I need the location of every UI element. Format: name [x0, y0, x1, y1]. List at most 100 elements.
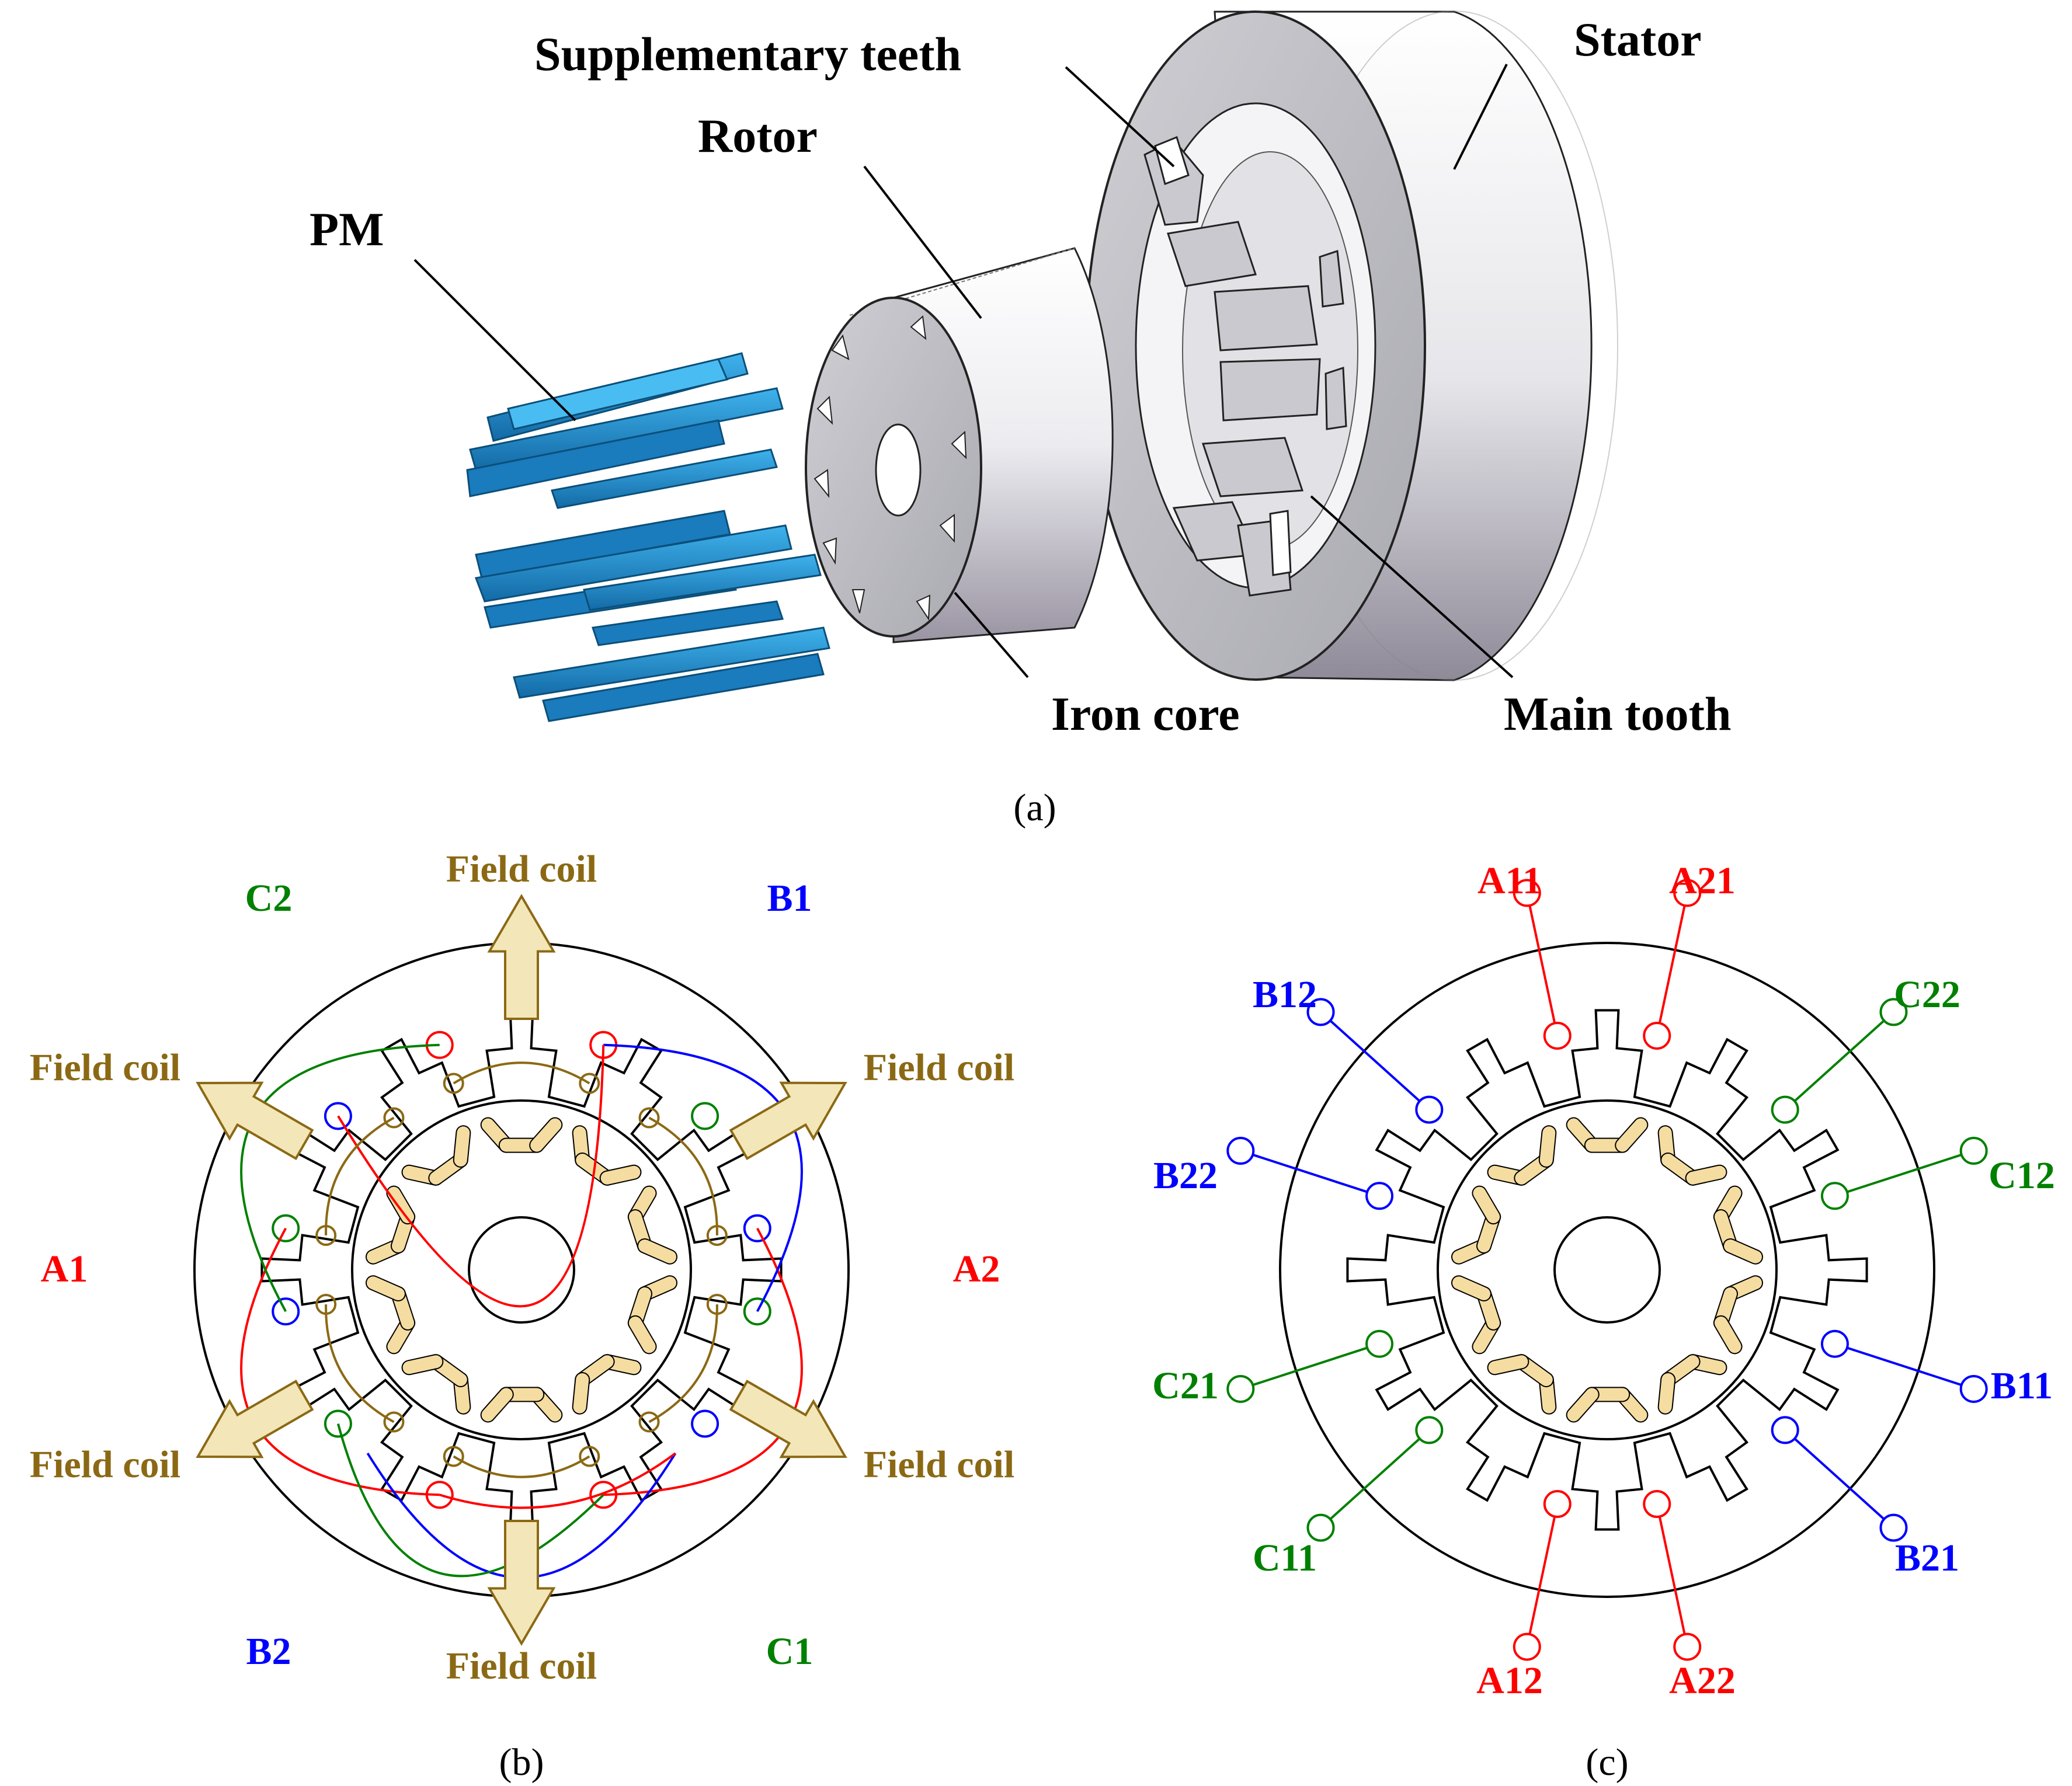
coil-terminal-marker	[1306, 998, 1335, 1026]
coil-slot-marker	[1820, 1329, 1849, 1358]
coil-label-a11: A11	[1477, 859, 1542, 902]
field-coil-marker	[383, 1411, 405, 1433]
stator-teeth	[1143, 139, 1347, 597]
coil-slot-marker	[1415, 1095, 1444, 1124]
pm-magnet	[1724, 1239, 1762, 1263]
phase-label-a2: A2	[953, 1248, 1000, 1290]
field-coil-label-bottom: Field coil	[446, 1645, 597, 1687]
field-coil-label-top: Field coil	[446, 848, 597, 890]
coil-label-a21: A21	[1669, 859, 1736, 902]
pm-magnet	[1473, 1186, 1500, 1224]
coil-lead-line	[1784, 1429, 1894, 1529]
coil-terminal-marker	[1673, 879, 1702, 907]
field-coil-arrow	[196, 1081, 314, 1160]
coil-slot-marker	[1365, 1329, 1394, 1358]
field-coil-arrow	[487, 894, 556, 1020]
phase-label-b2: B2	[246, 1630, 291, 1673]
pm-magnet	[1686, 1165, 1726, 1185]
field-coil-marker	[315, 1224, 337, 1246]
coil-label-c21: C21	[1152, 1364, 1219, 1407]
coil-slot-marker	[1643, 1490, 1671, 1519]
coil-terminal-marker	[1879, 1513, 1908, 1542]
field-coil-label-upper-right: Field coil	[864, 1046, 1014, 1089]
field-coil-arc	[325, 1304, 395, 1423]
supplementary-teeth-slots	[1154, 135, 1292, 576]
phase-label-c1: C1	[766, 1630, 813, 1673]
motor-cross-section-c	[1279, 942, 1935, 1598]
coil-label-c22: C22	[1894, 973, 1960, 1016]
rotor-body	[805, 247, 1114, 643]
pm-label: PM	[310, 203, 384, 256]
iron-core-label: Iron core	[1051, 687, 1240, 740]
coil-slot-marker	[1771, 1095, 1799, 1124]
coil-terminal-marker	[1959, 1137, 1988, 1165]
field-coil-arrow	[729, 1380, 847, 1458]
field-coil-marker	[579, 1073, 600, 1094]
field-coil-marker	[706, 1224, 728, 1246]
field-coil-arc	[453, 1061, 590, 1085]
coil-lead-line	[1240, 1342, 1380, 1390]
field-coil-marker	[638, 1411, 660, 1433]
caption-c: (c)	[1586, 1741, 1628, 1784]
panel-a-leader-lines	[413, 64, 1514, 678]
pm-blocks	[466, 352, 830, 722]
coil-lead-line	[1656, 1503, 1689, 1647]
field-coil-label-lower-right: Field coil	[864, 1443, 1014, 1486]
field-coil-marker	[443, 1446, 464, 1467]
field-coil-arrow	[487, 1520, 556, 1646]
panel-a-labels: Supplementary teeth Stator Rotor PM Iron…	[310, 13, 1732, 829]
armature-coil-marker	[324, 1102, 352, 1130]
armature-coil-marker	[272, 1214, 300, 1242]
coil-terminal-marker	[1879, 998, 1908, 1026]
field-coil-arc	[325, 1116, 395, 1236]
coil-slot-marker	[1643, 1021, 1671, 1050]
main-tooth-label: Main tooth	[1504, 687, 1732, 740]
coil-slot-marker	[1365, 1182, 1394, 1210]
coil-terminal-marker	[1226, 1137, 1255, 1165]
coil-terminal-marker	[1513, 879, 1541, 907]
coil-lead-line	[1834, 1150, 1974, 1197]
field-coil-marker	[315, 1294, 337, 1315]
coil-lead-line	[1656, 893, 1689, 1036]
coil-lead-line	[1525, 893, 1559, 1036]
pm-magnet	[1567, 1388, 1598, 1422]
coil-lead-line	[1784, 1011, 1894, 1111]
panel-a-exploded-view: Supplementary teeth Stator Rotor PM Iron…	[310, 11, 1732, 829]
phase-c1-winding	[336, 1423, 604, 1578]
coil-terminal-marker	[1306, 1513, 1335, 1542]
coil-lead-line	[1240, 1150, 1380, 1197]
caption-b: (b)	[499, 1741, 544, 1784]
phase-label-c2: C2	[245, 877, 293, 920]
coil-label-b21: B21	[1895, 1537, 1959, 1579]
coil-lead-line	[1320, 1011, 1430, 1111]
coil-slot-marker	[1820, 1182, 1849, 1210]
field-coil-marker	[638, 1107, 660, 1129]
coil-lead-line	[1834, 1342, 1974, 1390]
panel-b-winding-diagram: Field coil Field coil Field coil Field c…	[30, 848, 1014, 1784]
phase-label-a1: A1	[41, 1248, 88, 1290]
coil-terminal-marker	[1513, 1632, 1541, 1661]
pm-magnet	[1714, 1316, 1741, 1353]
field-coil-marker	[579, 1446, 600, 1467]
field-coil-arc	[648, 1116, 718, 1236]
field-coils-b	[196, 894, 847, 1646]
field-coil-label-lower-left: Field coil	[30, 1443, 180, 1486]
stator-label: Stator	[1574, 13, 1702, 66]
coil-label-a12: A12	[1476, 1659, 1543, 1702]
panel-c-labels: A11 A21 B12 C22 B22 C12 C21 B11 C11 B21 …	[1152, 859, 2055, 1784]
field-coil-arrow	[196, 1380, 314, 1458]
pm-magnet	[628, 1316, 656, 1353]
coil-slot-marker	[1543, 1021, 1572, 1050]
field-coil-arc	[648, 1304, 718, 1423]
pm-magnet	[366, 1276, 405, 1301]
field-coil-marker	[383, 1107, 405, 1129]
caption-a: (a)	[1013, 786, 1056, 829]
pm-magnet	[1539, 1126, 1556, 1167]
coil-label-b22: B22	[1153, 1154, 1218, 1197]
coil-label-b12: B12	[1253, 973, 1317, 1016]
armature-coil-marker	[272, 1297, 300, 1326]
pm-magnet	[1616, 1118, 1647, 1152]
coil-slot-marker	[1771, 1416, 1799, 1444]
supplementary-teeth-label: Supplementary teeth	[534, 27, 961, 81]
